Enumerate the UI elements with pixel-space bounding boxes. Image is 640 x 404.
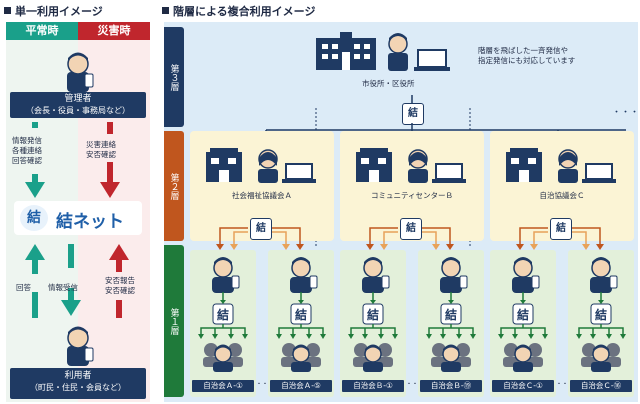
normal-down-text: 情報発信 各種連絡 回答確認 (12, 136, 42, 165)
user-title: 利用者 (64, 371, 92, 381)
admin-title: 管理者 (64, 94, 92, 104)
user-person-icon (67, 326, 94, 366)
normal-up-arrow-icon (25, 244, 45, 318)
org-b-label: コミュニティセンターＢ (370, 191, 454, 200)
normal-up-text: 回答 (16, 283, 31, 292)
hub-org-a: 結 (250, 218, 272, 240)
dots-b: ・・・ (406, 381, 425, 388)
org-b-icon (356, 148, 466, 183)
dots-a: ・・・ (256, 381, 275, 388)
yui-net-logo: 結 結ネット (14, 201, 142, 235)
normal-recv-text: 情報受信 (48, 283, 78, 292)
tier3-label: 第３層 (164, 27, 184, 127)
city-label: 市役所・区役所 (362, 79, 415, 88)
city-hall-icon (316, 32, 450, 71)
logo-mark: 結 (20, 205, 48, 231)
disaster-up-text: 安否報告 安否確認 (105, 276, 135, 295)
tab-normal: 平常時 (6, 22, 78, 40)
org-a-icon (206, 148, 316, 183)
disaster-down-arrow-icon (100, 122, 120, 198)
normal-down-arrow-icon (25, 122, 45, 198)
left-heading: 単一利用イメージ (4, 3, 103, 19)
logo-text: 結ネット (56, 212, 124, 232)
user-sub: （町民・住民・会員など） (30, 383, 126, 392)
assoc-a1-label: 自治会Ａ-① (192, 380, 254, 392)
org-c-icon (506, 148, 616, 183)
assoc-c1-label: 自治会Ｃ-① (492, 380, 554, 392)
assoc-b19-label: 自治会Ｂ-⑲ (420, 380, 482, 392)
normal-recv-arrow-icon (61, 244, 81, 316)
org-c-label: 自治協議会Ｃ (539, 191, 585, 200)
tier2-connectors (216, 227, 604, 250)
tier2-label: 第２層 (164, 131, 184, 241)
assoc-a5-label: 自治会Ａ-⑤ (270, 380, 332, 392)
tier1-graphics: 結 (190, 250, 638, 380)
disaster-down-text: 災害連絡 安否確認 (86, 140, 116, 159)
right-heading: 階層による複合利用イメージ (162, 3, 315, 19)
user-box: 利用者 （町民・住民・会員など） (10, 368, 146, 399)
hub-org-c: 結 (550, 218, 572, 240)
tier3-more-ellipsis: ・・・ (612, 108, 640, 118)
admin-box: 管理者 （会長・役員・事務局など） (10, 92, 146, 118)
tab-disaster: 災害時 (78, 22, 150, 40)
disaster-up-arrow-icon (109, 244, 129, 318)
skip-tier-note: 階層を飛ばした一斉発信や 指定発信にも対応しています (478, 46, 576, 65)
hub-tier3: 結 (402, 103, 424, 125)
assoc-b1-label: 自治会Ｂ-① (342, 380, 404, 392)
dots-c: ・・・ (556, 381, 575, 388)
assoc-c16-label: 自治会Ｃ-⑯ (570, 380, 632, 392)
admin-sub: （会長・役員・事務局など） (26, 106, 130, 115)
org-a-label: 社会福祉協議会Ａ (232, 191, 292, 200)
admin-person-icon (67, 52, 94, 92)
hub-org-b: 結 (400, 218, 422, 240)
tier1-label: 第１層 (164, 245, 184, 397)
